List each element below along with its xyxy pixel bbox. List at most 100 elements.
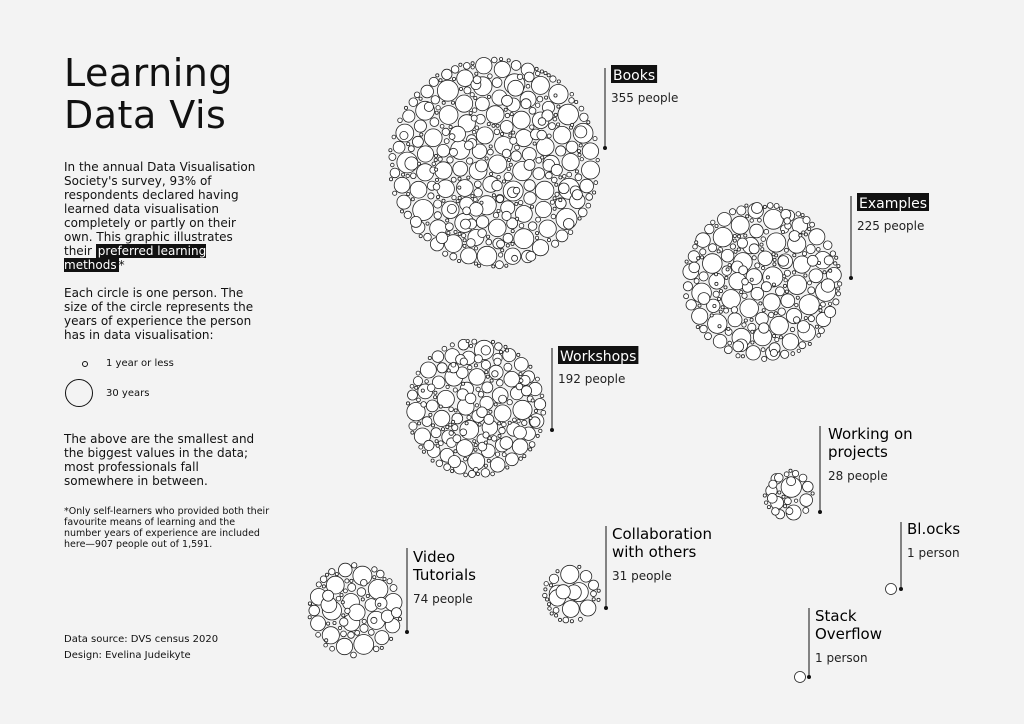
person-circle [732,233,737,238]
person-circle [344,578,350,584]
count-collaboration-with-others: 31 people [612,569,672,583]
person-circle [791,270,797,275]
person-circle [528,107,537,115]
person-circle [494,260,504,270]
person-circle [493,60,511,78]
person-circle [413,91,421,98]
person-circle [460,218,471,230]
person-circle [754,262,761,269]
person-circle [491,180,503,192]
person-circle [502,232,514,244]
person-circle [783,471,790,478]
person-circle [499,132,504,137]
person-circle [428,412,433,417]
person-circle [409,215,422,228]
person-circle [558,182,570,195]
person-circle [693,278,700,284]
count-examples: 225 people [857,219,924,233]
person-circle [552,606,560,614]
leader-dot-examples [849,276,853,280]
person-circle [450,65,460,74]
person-circle [494,342,503,351]
person-circle [322,589,335,602]
person-circle [698,271,709,282]
count-video-tutorials: 74 people [413,592,473,606]
person-circle [578,143,583,148]
cluster-workshops [405,338,547,478]
label-workshops: Workshops [560,349,636,365]
person-circle [353,634,375,655]
person-circle [457,195,462,200]
person-circle [450,100,455,105]
person-circle [477,228,487,238]
person-circle [451,195,457,201]
person-circle [762,204,767,209]
person-circle [807,280,812,286]
person-circle [462,243,467,248]
person-circle [399,209,404,214]
person-circle [553,112,558,117]
person-circle [455,439,474,457]
person-circle [481,381,494,394]
person-circle [777,490,782,495]
person-circle [796,348,801,353]
person-circle [836,264,841,269]
count-stack-overflow: 1 person [815,651,868,665]
person-circle [696,256,701,261]
person-circle [470,61,475,66]
person-circle [543,581,549,587]
person-circle [535,216,541,223]
person-circle [376,569,385,579]
person-circle [772,333,777,338]
person-circle [485,105,505,124]
person-circle [504,112,510,119]
person-circle [694,240,699,245]
person-circle [332,621,337,626]
person-circle [577,564,582,569]
person-circle [397,617,402,622]
person-circle [486,94,491,99]
person-circle [462,206,471,216]
person-circle [490,471,495,477]
person-circle [433,409,451,427]
person-circle [818,308,823,313]
person-circle [496,379,504,387]
cluster-video-tutorials [307,562,403,659]
cluster-examples [682,202,843,362]
person-circle [540,409,547,416]
person-circle [759,242,764,247]
person-circle [816,333,821,338]
person-circle [515,216,520,221]
person-circle [548,122,556,130]
person-circle [491,435,498,442]
person-circle [410,172,417,179]
person-circle [591,597,596,602]
intro-text: In the annual Data Visualisation Society… [64,160,256,258]
person-circle [453,449,458,454]
person-circle [374,630,390,645]
person-circle [520,98,532,110]
person-circle [440,427,445,432]
person-circle [435,73,440,78]
person-circle [496,239,506,249]
person-circle [483,440,488,445]
person-circle [548,573,560,584]
design-credit: Design: Evelina Judeikyte [64,650,191,661]
person-circle [370,616,378,624]
person-circle [473,354,483,364]
person-circle [404,156,419,171]
person-circle [416,145,434,163]
person-circle [733,249,738,254]
person-circle [475,471,480,476]
person-circle [465,339,470,344]
person-circle [745,345,761,361]
person-circle [577,207,588,218]
person-circle [516,419,521,424]
person-circle [739,290,744,295]
person-circle [388,148,393,153]
person-circle [783,283,788,288]
person-circle [720,305,725,310]
person-circle [823,240,833,250]
person-circle [438,404,443,409]
person-circle [523,71,535,83]
